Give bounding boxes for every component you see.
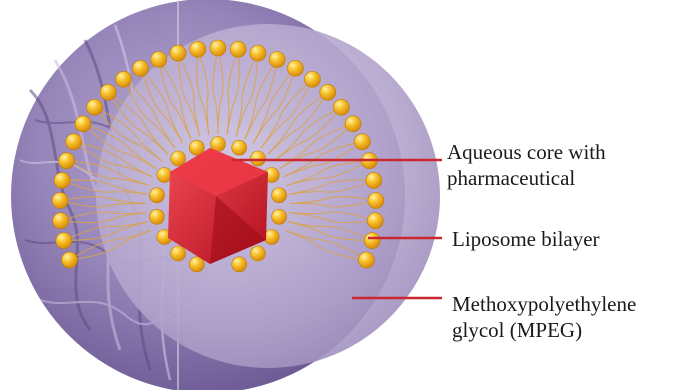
label-aqueous-core-line2: pharmaceutical: [447, 165, 606, 191]
inner-lipid-head: [264, 230, 279, 245]
outer-lipid-head: [287, 60, 303, 76]
outer-lipid-head: [54, 172, 70, 188]
inner-lipid-head: [232, 257, 247, 272]
outer-lipid-head: [52, 193, 68, 209]
label-aqueous-core: Aqueous core with pharmaceutical: [447, 139, 606, 191]
inner-lipid-head: [157, 168, 172, 183]
outer-lipid-head: [367, 213, 383, 229]
outer-lipid-head: [359, 252, 375, 268]
label-aqueous-core-line1: Aqueous core with: [447, 139, 606, 165]
inner-lipid-head: [149, 188, 164, 203]
outer-lipid-head: [133, 60, 149, 76]
outer-lipid-head: [59, 153, 75, 169]
outer-lipid-head: [354, 134, 370, 150]
outer-lipid-head: [62, 252, 78, 268]
inner-lipid-head: [272, 188, 287, 203]
outer-lipid-head: [100, 84, 116, 100]
outer-lipid-head: [66, 134, 82, 150]
inner-lipid-head: [171, 151, 186, 166]
outer-lipid-head: [368, 193, 384, 209]
outer-lipid-head: [304, 71, 320, 87]
outer-lipid-head: [320, 84, 336, 100]
aqueous-cavity: [96, 24, 440, 368]
inner-lipid-head: [250, 151, 265, 166]
outer-lipid-head: [75, 116, 91, 132]
outer-lipid-head: [230, 41, 246, 57]
outer-lipid-head: [250, 45, 266, 61]
label-liposome-bilayer-text: Liposome bilayer: [452, 226, 600, 252]
inner-lipid-head: [232, 140, 247, 155]
label-mpeg-line1: Methoxypolyethylene: [452, 291, 636, 317]
outer-lipid-head: [53, 213, 69, 229]
outer-lipid-head: [364, 233, 380, 249]
outer-lipid-head: [87, 99, 103, 115]
outer-lipid-head: [345, 116, 361, 132]
outer-lipid-head: [366, 172, 382, 188]
inner-lipid-head: [272, 209, 287, 224]
inner-lipid-head: [171, 246, 186, 261]
outer-lipid-head: [151, 52, 167, 68]
inner-lipid-head: [149, 209, 164, 224]
outer-lipid-head: [56, 233, 72, 249]
outer-lipid-head: [333, 99, 349, 115]
outer-lipid-head: [269, 52, 285, 68]
inner-lipid-head: [250, 246, 265, 261]
label-mpeg: Methoxypolyethylene glycol (MPEG): [452, 291, 636, 343]
outer-lipid-head: [170, 45, 186, 61]
outer-lipid-head: [190, 41, 206, 57]
outer-lipid-head: [116, 71, 132, 87]
outer-lipid-head: [210, 40, 226, 56]
label-mpeg-line2: glycol (MPEG): [452, 317, 636, 343]
label-liposome-bilayer: Liposome bilayer: [452, 226, 600, 252]
